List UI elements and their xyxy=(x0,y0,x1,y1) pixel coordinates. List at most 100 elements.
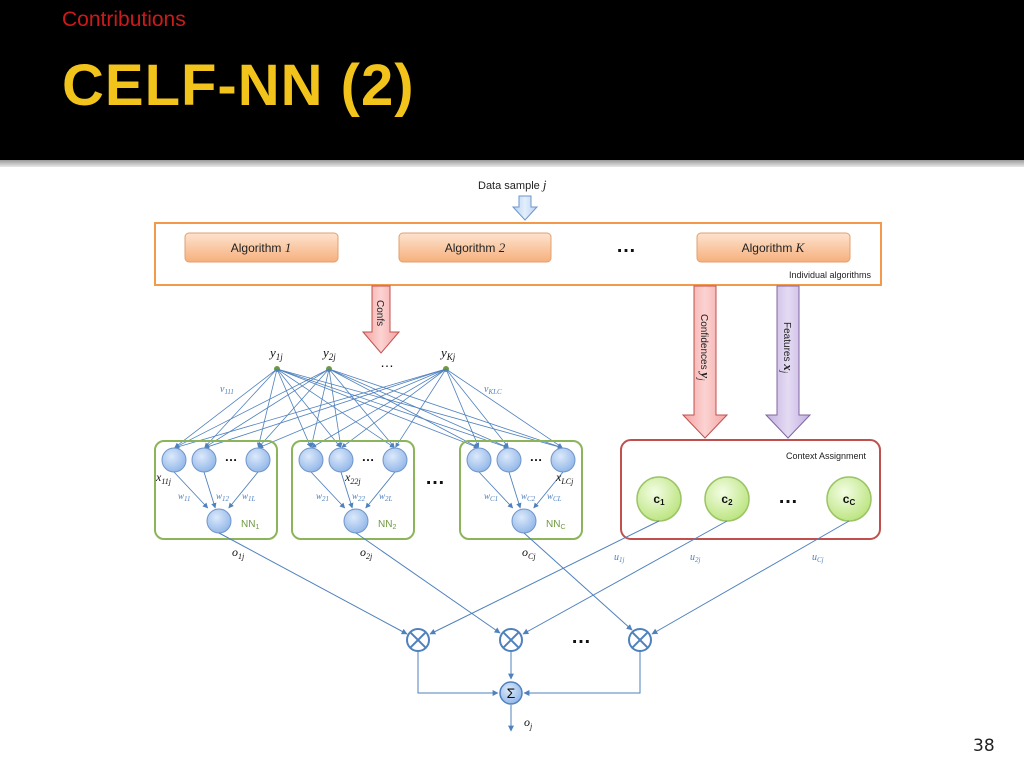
input-edge xyxy=(276,368,509,449)
hidden-to-output-edge xyxy=(508,471,522,509)
nn-c-weights: wC1 wC2 wCL xyxy=(484,491,562,503)
svg-text:w21: w21 xyxy=(316,491,329,503)
slide-title: CELF-NN (2) xyxy=(62,53,415,118)
input-y-labels: y1j y2j yKj … xyxy=(268,345,456,370)
o-label-cj: oCj xyxy=(522,545,536,561)
svg-text:w22: w22 xyxy=(352,491,366,503)
svg-text:w12: w12 xyxy=(216,491,230,503)
svg-text:c1: c1 xyxy=(653,492,665,507)
data-sample-arrow xyxy=(511,195,539,221)
nn-c-neurons: … xyxy=(466,447,576,534)
x-label-lcj: xLCj xyxy=(555,470,574,486)
nn-2-weights: w21 w22 w2L xyxy=(316,491,393,503)
algorithm-box-2: Algorithm 2 xyxy=(398,232,552,263)
svg-text:Σ: Σ xyxy=(507,685,516,701)
confs-label: Confs xyxy=(374,300,385,326)
input-edge xyxy=(309,368,330,448)
svg-text:Algorithm 1: Algorithm 1 xyxy=(231,240,292,255)
svg-text:wCL: wCL xyxy=(547,491,562,503)
confidences-arrow xyxy=(681,285,729,439)
confidences-label: Confidences yj xyxy=(696,314,713,381)
svg-text:cC: cC xyxy=(843,492,856,507)
features-arrow xyxy=(764,285,812,439)
svg-text:…: … xyxy=(530,449,543,464)
page-number: 38 xyxy=(973,736,995,756)
hidden-to-output-edge xyxy=(173,471,209,509)
input-edge xyxy=(445,368,509,448)
svg-text:yKj: yKj xyxy=(439,345,456,362)
context-node-c2: c2 xyxy=(704,476,750,522)
nn-box-2 xyxy=(291,440,415,540)
hidden-to-output-edge xyxy=(340,471,354,509)
input-edge xyxy=(258,368,447,449)
input-edge xyxy=(311,368,447,448)
multipliers-ellipsis: … xyxy=(571,626,591,648)
input-edge xyxy=(276,368,341,448)
svg-text:…: … xyxy=(362,449,375,464)
svg-text:…: … xyxy=(380,354,394,370)
hidden-to-output-edge xyxy=(533,471,564,509)
header-divider xyxy=(0,160,1024,167)
o-label-2j: o2j xyxy=(360,545,373,561)
v-label-first: v111 xyxy=(220,384,234,396)
input-edge xyxy=(174,368,330,448)
output-label: oj xyxy=(524,715,533,731)
context-node-c1: c1 xyxy=(636,476,682,522)
hidden-to-output-edge xyxy=(203,471,217,509)
hidden-to-output-edge xyxy=(228,471,259,509)
svg-text:w1L: w1L xyxy=(242,491,256,503)
nn-inner-edges xyxy=(173,471,564,509)
hidden-to-output-edge xyxy=(365,471,396,509)
svg-text:y1j: y1j xyxy=(268,345,283,362)
nn-1-weights: w11 w12 w1L xyxy=(178,491,256,503)
confs-arrow xyxy=(361,285,401,354)
input-edge xyxy=(328,368,563,449)
input-edge xyxy=(328,368,395,448)
input-edge xyxy=(341,368,447,448)
svg-text:wC1: wC1 xyxy=(484,491,498,503)
input-edges xyxy=(174,368,563,449)
data-sample-label: Data sample j xyxy=(478,177,547,192)
input-edge xyxy=(204,368,330,448)
svg-text:y2j: y2j xyxy=(321,345,336,362)
x-label-11j: x11j xyxy=(155,470,172,486)
svg-text:…: … xyxy=(225,449,238,464)
combination-edges xyxy=(218,520,850,732)
hidden-to-output-edge xyxy=(478,471,514,509)
context-assignment-label: Context Assignment xyxy=(786,451,867,461)
input-edge xyxy=(174,368,278,448)
svg-text:w2L: w2L xyxy=(379,491,393,503)
svg-text:wC2: wC2 xyxy=(521,491,536,503)
algorithm-box-k: Algorithm K xyxy=(696,232,851,263)
nn-2-label: NN2 xyxy=(378,519,396,531)
input-edge xyxy=(204,368,447,449)
svg-text:w11: w11 xyxy=(178,491,191,503)
hidden-to-output-edge xyxy=(310,471,346,509)
input-edge xyxy=(395,368,447,448)
input-edge xyxy=(445,368,480,448)
slide-header xyxy=(0,0,1024,160)
algorithm-box-1: Algorithm 1 xyxy=(184,232,339,263)
nn-box-c xyxy=(459,440,583,540)
individual-algorithms-label: Individual algorithms xyxy=(789,270,872,280)
input-edge xyxy=(204,368,278,448)
u-label-cj: uCj xyxy=(812,552,824,564)
input-edge xyxy=(328,368,343,448)
input-edge xyxy=(276,368,395,448)
multiplier-node-c xyxy=(628,628,652,652)
input-edge xyxy=(328,368,509,449)
svg-text:Algorithm 2: Algorithm 2 xyxy=(445,240,506,255)
v-label-last: vKLC xyxy=(484,384,502,396)
multiplier-node-1 xyxy=(406,628,430,652)
nn-c-label: NNC xyxy=(546,519,566,531)
o-label-1j: o1j xyxy=(232,545,245,561)
nn-1-neurons: … xyxy=(161,447,271,534)
context-assignment-frame xyxy=(620,439,881,540)
section-label: Contributions xyxy=(62,8,186,31)
nn-1-label: NN1 xyxy=(241,519,259,531)
contexts-ellipsis: … xyxy=(778,486,798,508)
svg-text:c2: c2 xyxy=(721,492,733,507)
context-node-cc: cC xyxy=(826,476,872,522)
input-edge xyxy=(258,368,330,448)
